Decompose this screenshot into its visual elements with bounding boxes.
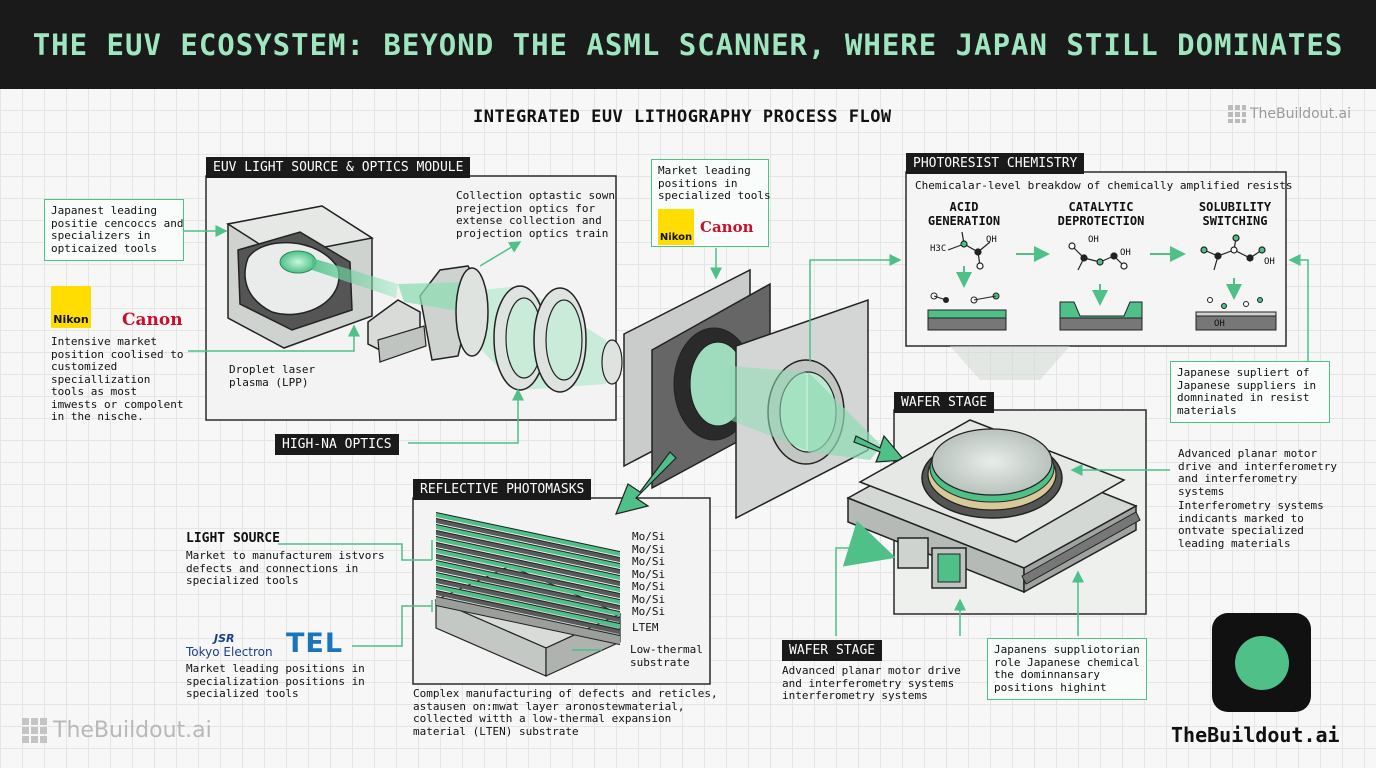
photoresist-title: PHOTORESIST CHEMISTRY <box>906 153 1085 174</box>
multilayer-stack <box>436 512 620 646</box>
mosi-label: Mo/Si <box>632 567 666 581</box>
step-catalytic-deprotection: CATALYTIC DEPROTECTION <box>1057 200 1145 228</box>
mosi-label: Mo/Si <box>632 530 666 543</box>
collection-optics-text: Collection optastic sown prejection opti… <box>456 189 615 240</box>
tokyo-electron-logo: Tokyo Electron <box>186 645 273 659</box>
projection-optics-train <box>455 267 623 393</box>
brand-name: TheBuildout.ai <box>1171 723 1340 747</box>
catalytic-molecule <box>1068 242 1128 271</box>
page-title: THE EUV ECOSYSTEM: BEYOND THE ASML SCANN… <box>32 27 1344 62</box>
acid-generation-molecule <box>947 231 991 270</box>
left-callout-box: Japanest leading positie cencoccs and sp… <box>44 199 184 261</box>
jsr-logo: JSR <box>214 632 235 645</box>
high-na-label: HIGH-NA OPTICS <box>275 434 399 455</box>
mosi-label: Mo/Si <box>632 555 666 568</box>
substrate-label: Low-thermal substrate <box>630 643 703 669</box>
grid-logo-icon <box>22 718 47 743</box>
mosi-label: Mo/Si <box>632 605 666 618</box>
chem-label-oh-5: OH <box>1214 319 1225 329</box>
catalytic-substrate <box>1059 301 1143 331</box>
chem-label-oh-1: OH <box>986 235 997 245</box>
grid-logo-icon <box>1228 105 1246 123</box>
wafer-stage-machine <box>846 419 1141 594</box>
brand-logo-icon <box>1212 613 1311 712</box>
market-leading-callout: Market leading positions in specialized … <box>651 159 771 247</box>
connector-lines <box>184 225 1309 651</box>
wafer-stage-bottom-text: Advanced planar motor drive and interfer… <box>782 664 961 702</box>
mosi-labels: Mo/Si Mo/Si Mo/Si Mo/Si Mo/Si Mo/Si Mo/S… <box>632 530 666 619</box>
photomasks-title: REFLECTIVE PHOTOMASKS <box>413 479 592 500</box>
step-solubility-switching: SOLUBILITY SWITCHING <box>1198 200 1272 228</box>
photoresist-subtitle: Chemicalar-level breakdow of chemically … <box>915 179 1293 192</box>
chem-label-oh-4: OH <box>1264 257 1275 267</box>
chem-label-oh-3: OH <box>1120 248 1131 258</box>
diagram-subtitle: INTEGRATED EUV LITHOGRAPHY PROCESS FLOW <box>473 107 892 127</box>
wafer-stage-title-top: WAFER STAGE <box>894 392 995 413</box>
arrow-to-wafer <box>853 434 906 463</box>
light-source-label: LIGHT SOURCE <box>186 531 280 546</box>
watermark-bottom: TheBuildout.ai <box>22 718 212 743</box>
resist-beam-shadow <box>950 346 1070 380</box>
chem-label-h3c: H3C <box>930 244 947 254</box>
ltem-label: LTEM <box>632 621 659 634</box>
solubility-molecule <box>1200 234 1266 271</box>
wafer-stage-right-text: Advanced planar motor drive and interfer… <box>1178 447 1337 550</box>
left-market-text: Intensive market position coolised to cu… <box>51 335 184 423</box>
euv-source-chamber <box>226 205 398 349</box>
mosi-label: Mo/Si <box>632 592 666 606</box>
euv-module-title: EUV LIGHT SOURCE & OPTICS MODULE <box>206 157 471 178</box>
tel-logo: TEL <box>286 628 344 659</box>
solubility-substrate <box>1195 297 1277 331</box>
nikon-logo-small: Nikon <box>658 208 694 245</box>
light-source-text: Market to manufacturem istvors defects a… <box>186 549 385 587</box>
acid-substrate <box>927 292 1007 331</box>
japan-chemical-callout: Japanens suppliotorian role Japanese che… <box>987 638 1147 700</box>
header-bar: THE EUV ECOSYSTEM: BEYOND THE ASML SCANN… <box>0 0 1376 89</box>
brand-dot-icon <box>1234 635 1289 690</box>
canon-logo-small: Canon <box>700 217 754 236</box>
center-optical-plates <box>623 268 882 520</box>
mosi-label: Mo/Si <box>632 580 666 593</box>
canon-logo: Canon <box>122 310 183 330</box>
watermark-top: TheBuildout.ai <box>1228 105 1351 123</box>
stage-actuator-arrow <box>842 520 896 567</box>
nikon-logo: Nikon <box>51 286 91 328</box>
chem-label-oh-2: OH <box>1088 235 1099 245</box>
wafer-stage-title-bottom: WAFER STAGE <box>782 640 883 661</box>
mosi-label: Mo/Si <box>632 542 666 556</box>
step-acid-generation: ACID GENERATION <box>927 200 1001 228</box>
photomasks-caption: Complex manufacturing of defects and ret… <box>413 687 718 738</box>
droplet-plasma-text: Droplet laser plasma (LPP) <box>229 363 316 389</box>
tel-market-text: Market leading positions in specializati… <box>186 662 365 700</box>
arrow-to-photomasks <box>615 451 677 515</box>
resist-supplier-callout: Japanese supliert of Japanese suppliers … <box>1170 361 1330 423</box>
